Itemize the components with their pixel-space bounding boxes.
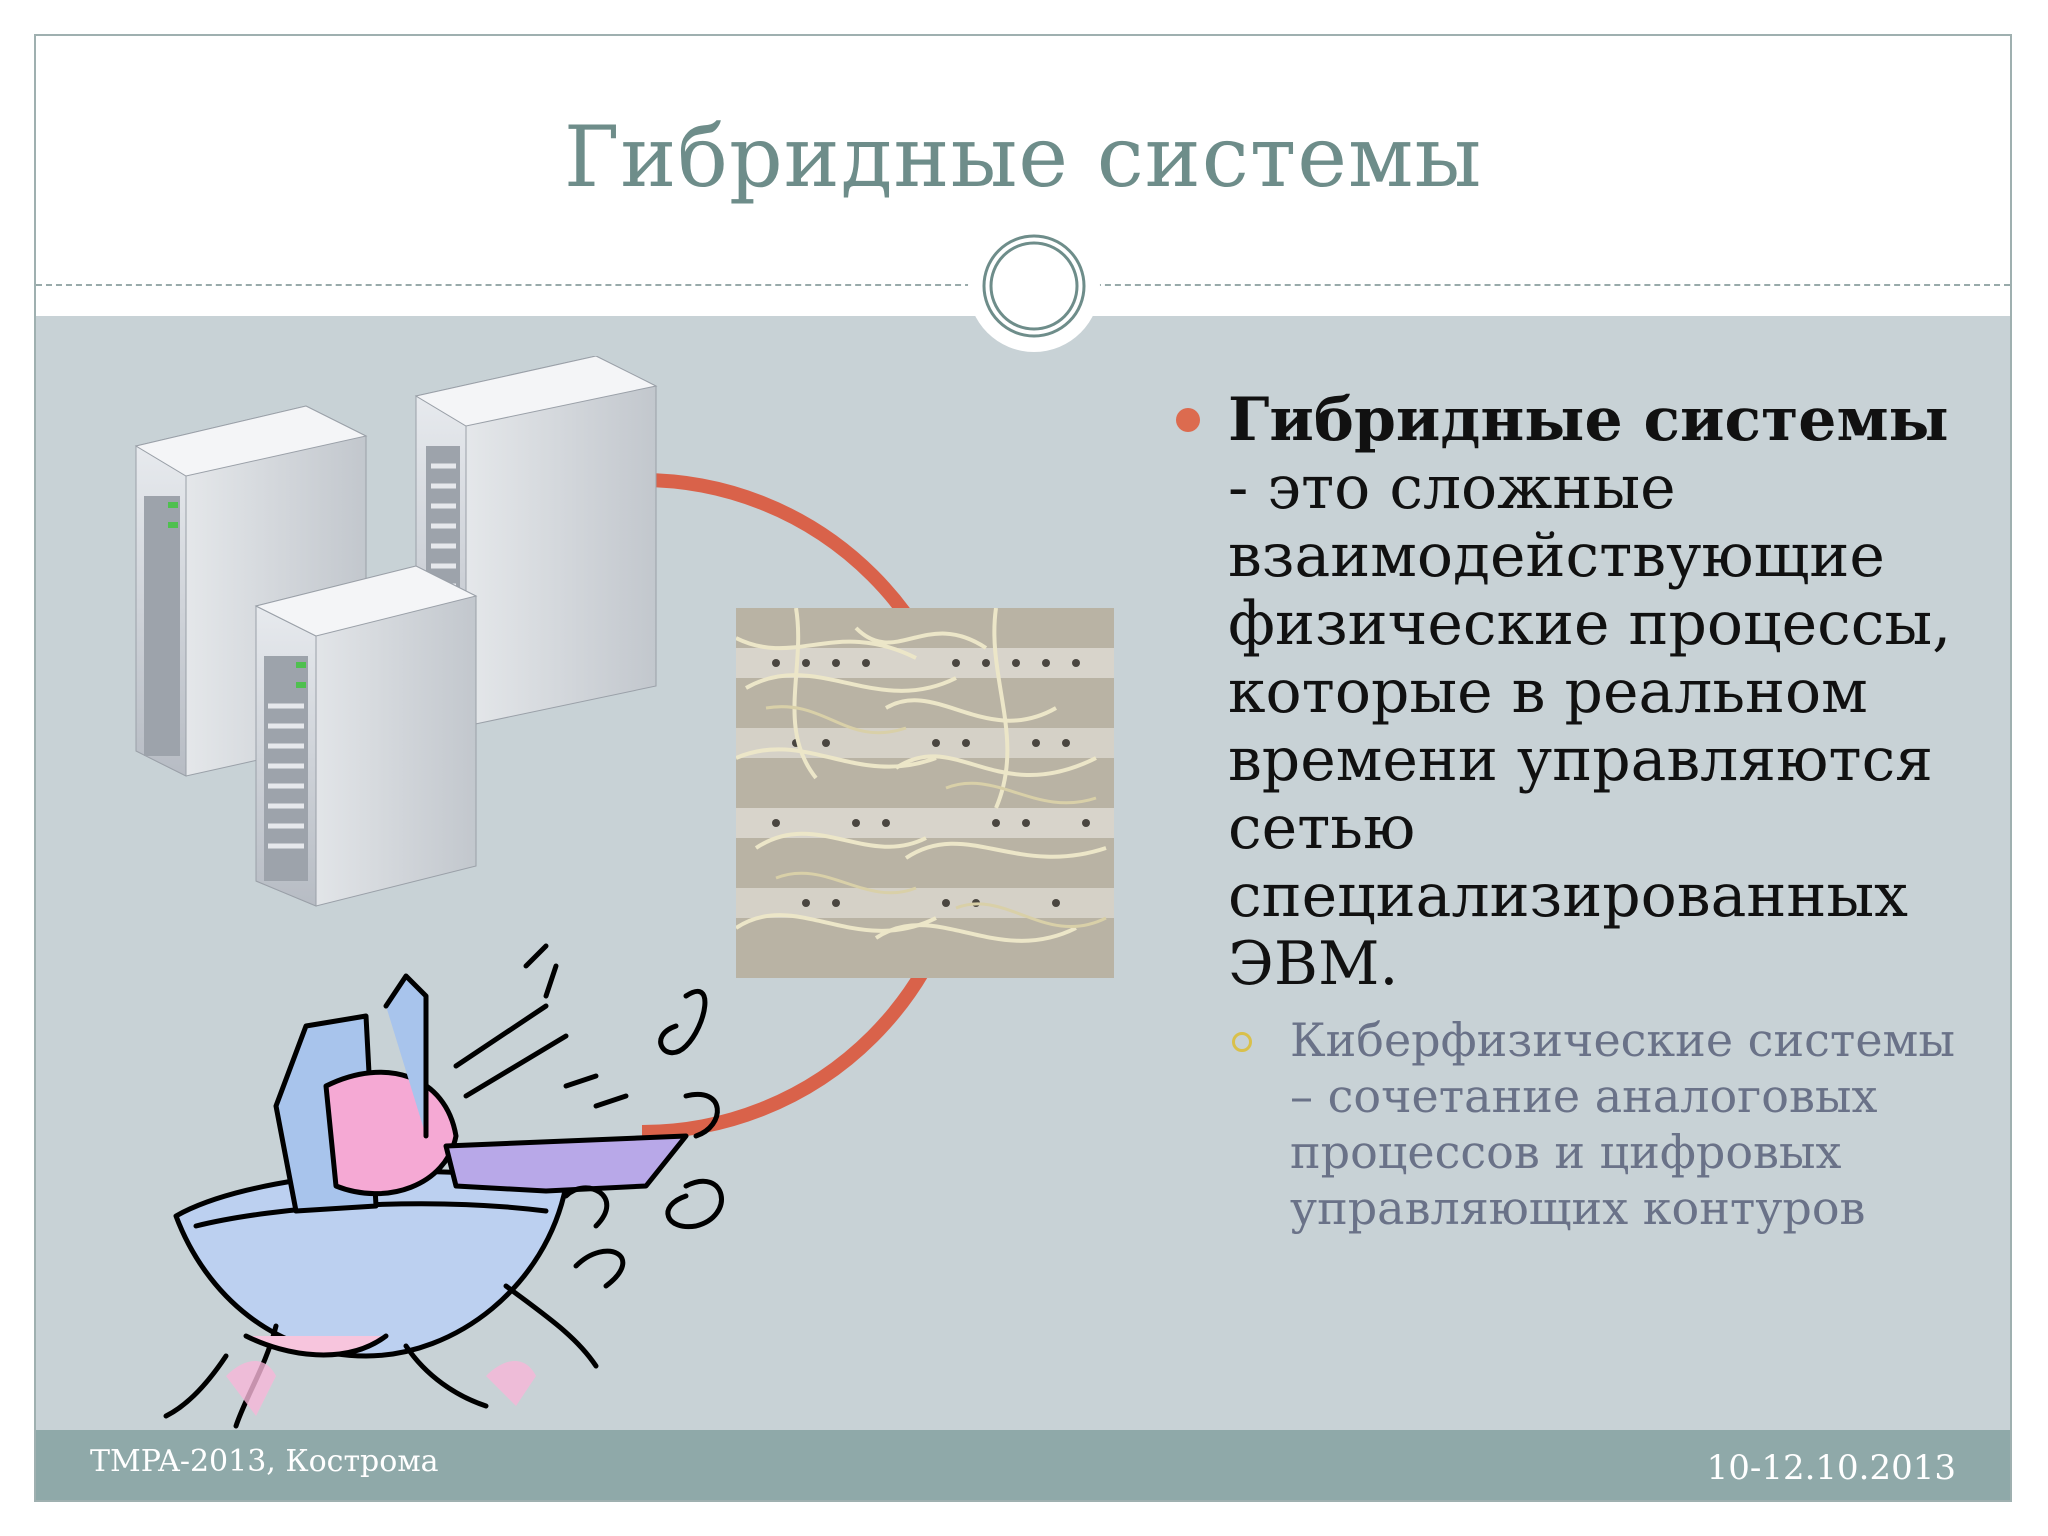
- bullet-sub-text: Киберфизические системы – сочетание анал…: [1290, 1013, 1955, 1235]
- footer-date: 10-12.10.2013: [1706, 1448, 1956, 1488]
- bullet-term: Гибридные системы: [1228, 385, 1949, 455]
- slide-content: Гибридные системы - это сложные взаимоде…: [36, 316, 2010, 1436]
- footer-bar: TMPA-2013, Кострома 10-12.10.2013: [36, 1430, 2010, 1500]
- bullet-definition: - это сложные взаимодействующие физическ…: [1228, 453, 1952, 999]
- sub-bullet-ring-icon: [1232, 1032, 1252, 1052]
- slide: Гибридные системы: [34, 34, 2012, 1502]
- slide-title: Гибридные системы: [563, 108, 1483, 206]
- ring-ornament-icon: [968, 220, 1100, 352]
- machine-clipart-icon: [163, 943, 724, 1429]
- bullet-dot-icon: [1176, 408, 1200, 432]
- server-rack-icon: [134, 356, 658, 907]
- bullet-main: Гибридные системы - это сложные взаимоде…: [1176, 385, 1966, 999]
- cable-panel-photo: [736, 608, 1114, 978]
- bullet-list: Гибридные системы - это сложные взаимоде…: [1176, 385, 1966, 1236]
- footer-event: TMPA-2013, Кострома: [90, 1444, 439, 1479]
- bullet-sub: Киберфизические системы – сочетание анал…: [1186, 1012, 1966, 1236]
